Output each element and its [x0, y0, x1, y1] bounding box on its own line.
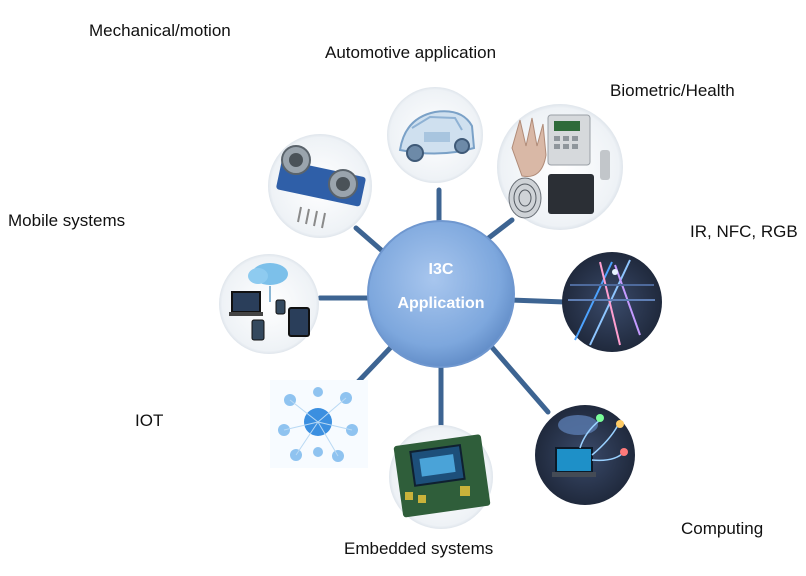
- label-automotive-application: Automotive application: [325, 43, 497, 62]
- label-ir-nfc-rgb: IR, NFC, RGB: [690, 222, 798, 241]
- label-mobile-systems: Mobile systems: [8, 211, 126, 230]
- label-biometric-health: Biometric/Health: [610, 81, 735, 100]
- hub-title-line1: I3C: [429, 261, 454, 278]
- spoke-computing: [487, 342, 551, 415]
- computing-image: [535, 405, 635, 505]
- spoke-ir: [507, 297, 568, 305]
- hub-title-line2: Application: [397, 295, 484, 312]
- mobile-systems-image: [219, 254, 319, 354]
- label-computing: Computing: [681, 519, 764, 538]
- spoke-iot: [352, 342, 396, 388]
- embedded-systems-image: [389, 425, 493, 529]
- automotive-application-image: [387, 87, 483, 183]
- biometric-health-image: [497, 104, 623, 230]
- iot-image: [270, 380, 368, 468]
- ir-nfc-rgb-image: [562, 252, 662, 352]
- hub: I3C Application: [367, 220, 515, 368]
- label-iot: IOT: [135, 411, 164, 430]
- mechanical-motion-image: [268, 134, 372, 238]
- label-mechanical-motion: Mechanical/motion: [89, 21, 231, 40]
- label-embedded-systems: Embedded systems: [344, 539, 494, 558]
- spoke-biometric: [483, 217, 515, 243]
